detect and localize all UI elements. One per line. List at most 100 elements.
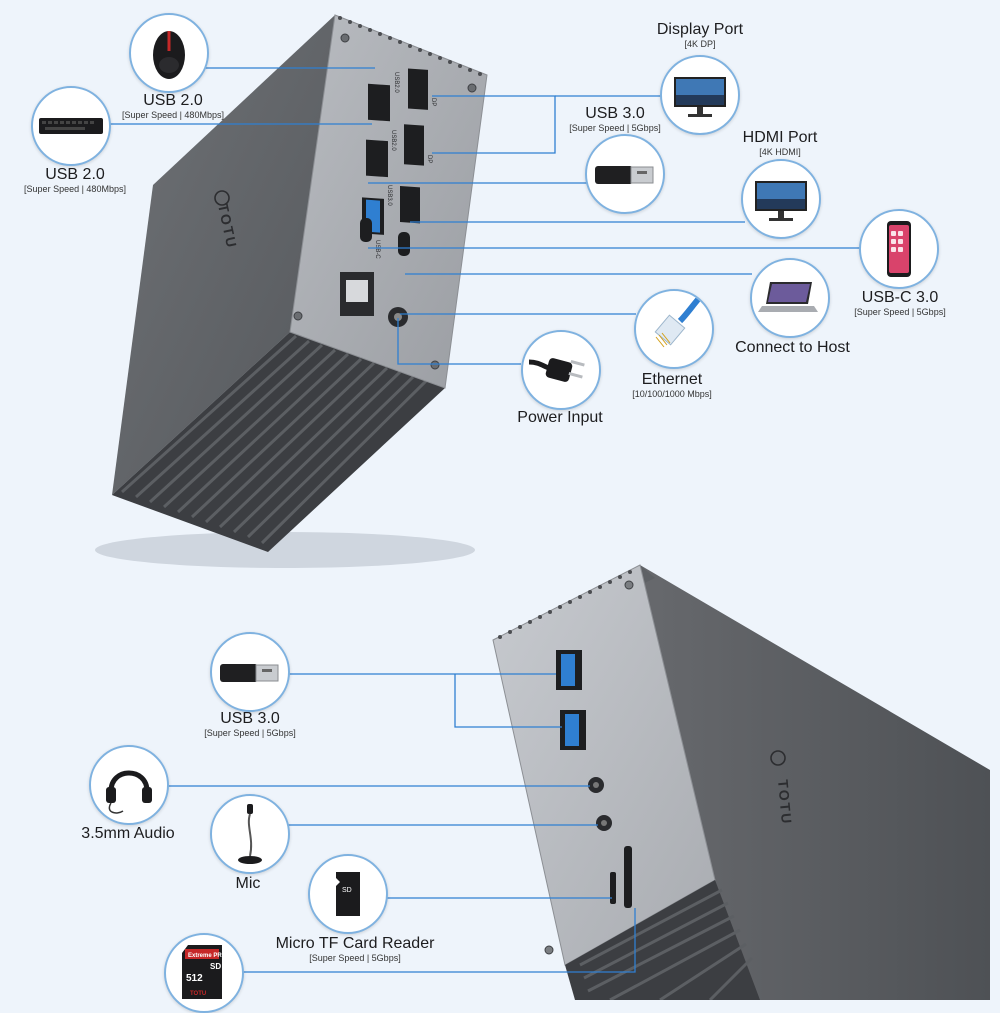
mouse-circle xyxy=(129,13,209,93)
usb-drive-icon xyxy=(595,166,654,184)
sd-card-icon: Extreme PRO SD 512 TOTU xyxy=(182,945,227,999)
dock-rear-view: USB2.0 DP USB2.0 DP USB3.0 USB-C TOTU xyxy=(95,14,488,568)
label-hdmi: HDMI Port [4K HDMI] xyxy=(725,129,835,157)
usb20-keyboard-sub: [Super Speed | 480Mbps] xyxy=(24,183,126,194)
label-host: Connect to Host xyxy=(720,339,865,357)
usb30-top-sub: [Super Speed | 5Gbps] xyxy=(569,122,661,133)
label-usb30-front: USB 3.0 [Super Speed | 5Gbps] xyxy=(190,710,310,738)
usb30-front-title: USB 3.0 xyxy=(220,710,280,727)
front-card-slots xyxy=(610,846,632,908)
display-port-title: Display Port xyxy=(656,21,744,38)
line-power xyxy=(397,318,521,365)
dock-front-view: TOTU xyxy=(492,564,990,1000)
sd-card-text-1: SD xyxy=(210,962,221,971)
mouse-icon xyxy=(153,31,185,79)
usb30-front-circle xyxy=(210,632,290,712)
usb30-top-circle xyxy=(585,134,665,214)
line-dp-bracket xyxy=(432,95,556,154)
sd-card-text-0: Extreme PRO xyxy=(188,953,227,959)
label-mic: Mic xyxy=(198,875,298,893)
usbc-circle xyxy=(859,209,939,289)
label-display-port: Display Port [4K DP] xyxy=(640,21,760,49)
label-usb20-mouse: USB 2.0 [Super Speed | 480Mbps] xyxy=(108,92,238,120)
front-screws xyxy=(544,580,634,955)
tf-circle: SD xyxy=(308,854,388,934)
usbc-sub: [Super Speed | 5Gbps] xyxy=(854,306,946,317)
smartphone-icon xyxy=(887,221,911,277)
power-title: Power Input xyxy=(517,409,603,426)
display-port-circle xyxy=(660,55,740,135)
host-circle xyxy=(750,258,830,338)
hdmi-title: HDMI Port xyxy=(742,129,818,146)
sd-card-text-2: 512 xyxy=(186,973,203,984)
line-usb30-front-2 xyxy=(454,674,562,728)
rear-port-plate xyxy=(289,14,488,389)
hdmi-sub: [4K HDMI] xyxy=(759,146,801,157)
usb20-mouse-sub: [Super Speed | 480Mbps] xyxy=(122,109,224,120)
port-label-dp-1: DP xyxy=(430,98,436,106)
front-fin-face xyxy=(565,880,760,1000)
front-fins xyxy=(579,888,754,1000)
port-label-usbc: USB-C xyxy=(374,240,380,259)
port-label-usb2-2: USB2.0 xyxy=(390,130,396,151)
usb30-top-title: USB 3.0 xyxy=(585,105,645,122)
ethernet-cable-icon xyxy=(654,295,703,348)
rear-video-ports xyxy=(400,68,428,224)
keyboard-icon xyxy=(39,118,103,134)
monitor-icon xyxy=(674,77,726,117)
rear-port-text: USB2.0 DP USB2.0 DP USB3.0 USB-C xyxy=(374,72,436,259)
keyboard-circle xyxy=(31,86,111,166)
label-tf: Micro TF Card Reader [Super Speed | 5Gbp… xyxy=(260,935,450,963)
ethernet-circle xyxy=(634,289,714,369)
audio-circle xyxy=(89,745,169,825)
sd-card-circle: Extreme PRO SD 512 TOTU xyxy=(164,933,244,1013)
usb20-keyboard-title: USB 2.0 xyxy=(45,166,105,183)
svg-text:SD: SD xyxy=(342,887,352,894)
port-label-dp-2: DP xyxy=(426,155,432,163)
label-usb20-keyboard: USB 2.0 [Super Speed | 480Mbps] xyxy=(10,166,140,194)
label-usb30-top: USB 3.0 [Super Speed | 5Gbps] xyxy=(555,105,675,133)
front-audio-jacks xyxy=(588,777,612,831)
line-sd xyxy=(240,908,636,973)
label-audio: 3.5mm Audio xyxy=(68,825,188,843)
front-usb-ports xyxy=(556,650,586,750)
ethernet-title: Ethernet xyxy=(641,371,703,388)
rear-vent-dots xyxy=(338,16,482,76)
tf-sub: [Super Speed | 5Gbps] xyxy=(309,952,401,963)
rear-ethernet-port xyxy=(340,272,374,316)
front-brand-logo: TOTU xyxy=(775,779,795,826)
hdmi-circle xyxy=(741,159,821,239)
rear-power-jack xyxy=(388,307,408,327)
front-brand-mark xyxy=(770,750,786,766)
usb-drive-icon xyxy=(220,664,279,682)
ethernet-sub: [10/100/1000 Mbps] xyxy=(632,388,712,399)
sd-card-text-3: TOTU xyxy=(190,991,206,997)
port-label-usb3: USB3.0 xyxy=(386,185,392,206)
mic-title: Mic xyxy=(235,875,261,892)
power-plug-icon xyxy=(528,358,585,382)
mic-circle xyxy=(210,794,290,874)
power-circle xyxy=(521,330,601,410)
rear-fins xyxy=(120,334,428,545)
headphones-icon xyxy=(106,770,152,814)
rear-brand-mark xyxy=(214,190,230,206)
microphone-icon xyxy=(238,804,262,864)
monitor-icon xyxy=(755,181,807,221)
label-ethernet: Ethernet [10/100/1000 Mbps] xyxy=(612,371,732,399)
micro-sd-card-icon: SD xyxy=(336,872,360,916)
rear-usb-c-ports xyxy=(360,218,410,256)
laptop-icon xyxy=(758,282,818,312)
usb20-mouse-title: USB 2.0 xyxy=(143,92,203,109)
label-usbc: USB-C 3.0 [Super Speed | 5Gbps] xyxy=(840,289,960,317)
rear-screws xyxy=(293,33,477,370)
connector-lines xyxy=(108,67,862,973)
display-port-sub: [4K DP] xyxy=(684,38,716,49)
port-label-usb2-1: USB2.0 xyxy=(393,72,399,93)
front-side-panel xyxy=(640,565,990,1000)
usb30-front-sub: [Super Speed | 5Gbps] xyxy=(204,727,296,738)
front-vent-dots xyxy=(498,570,632,639)
rear-side-panel xyxy=(112,15,335,495)
rear-shadow xyxy=(95,532,475,568)
